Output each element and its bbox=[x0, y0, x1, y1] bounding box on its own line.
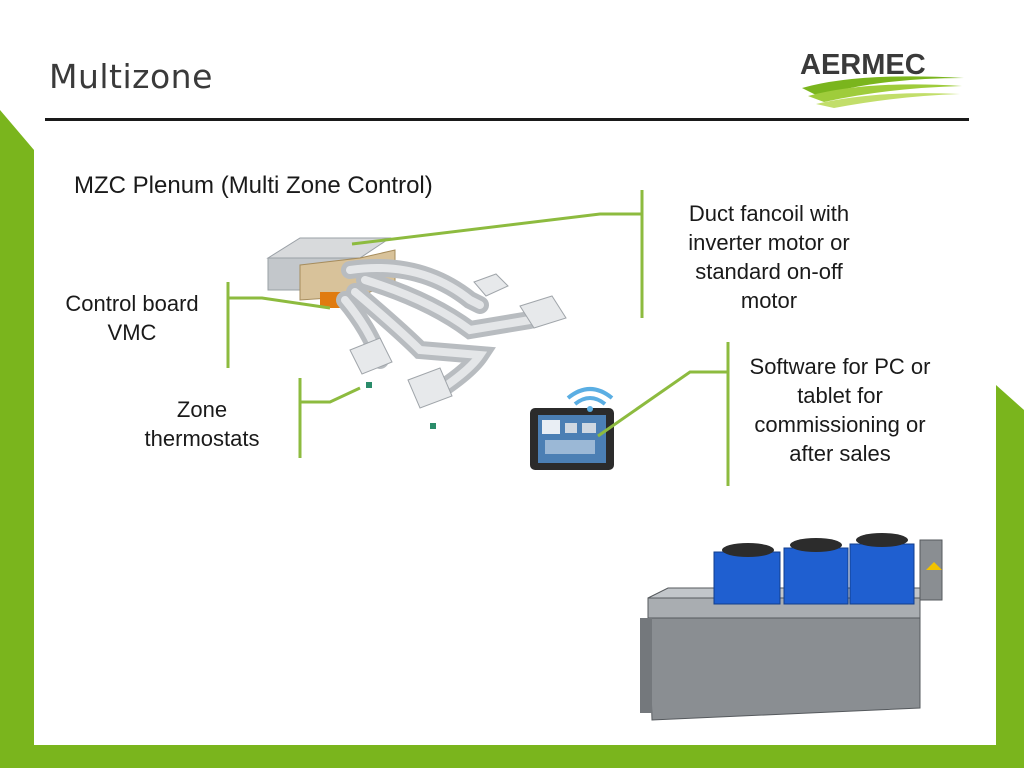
slide-subtitle: MZC Plenum (Multi Zone Control) bbox=[74, 172, 433, 199]
logo-text: AERMEC bbox=[800, 49, 926, 81]
title-divider bbox=[45, 118, 969, 121]
fancoil-label: Duct fancoil with inverter motor or stan… bbox=[688, 201, 850, 313]
software-callout-line bbox=[597, 370, 728, 438]
fancoil-callout-line bbox=[351, 212, 642, 246]
mzc-unit-photo bbox=[640, 533, 943, 721]
slide-title: Multizone bbox=[49, 57, 213, 96]
aermec-logo: AERMEC bbox=[800, 49, 964, 108]
zone-thermostats-label: Zone thermostats bbox=[144, 397, 260, 451]
tablet-illustration bbox=[530, 387, 614, 470]
control-board-label: Control board VMC bbox=[65, 291, 199, 345]
thermostat-callout-line bbox=[300, 386, 361, 404]
control-board-callout-line bbox=[228, 296, 331, 310]
software-label: Software for PC or tablet for commission… bbox=[749, 354, 931, 466]
control-board-icon bbox=[320, 292, 342, 308]
